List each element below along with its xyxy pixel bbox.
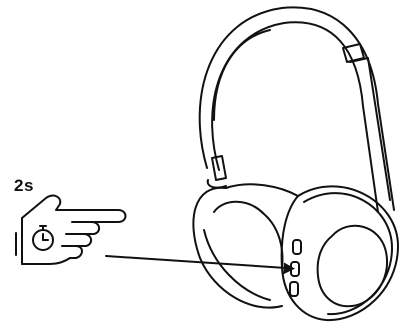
headband — [200, 7, 394, 212]
pointing-hand-icon — [16, 196, 126, 264]
hold-duration-label: 2s — [14, 176, 34, 196]
pointer-arrowhead — [283, 263, 295, 275]
stopwatch-icon — [33, 226, 53, 250]
pointer-arrow — [106, 256, 286, 268]
